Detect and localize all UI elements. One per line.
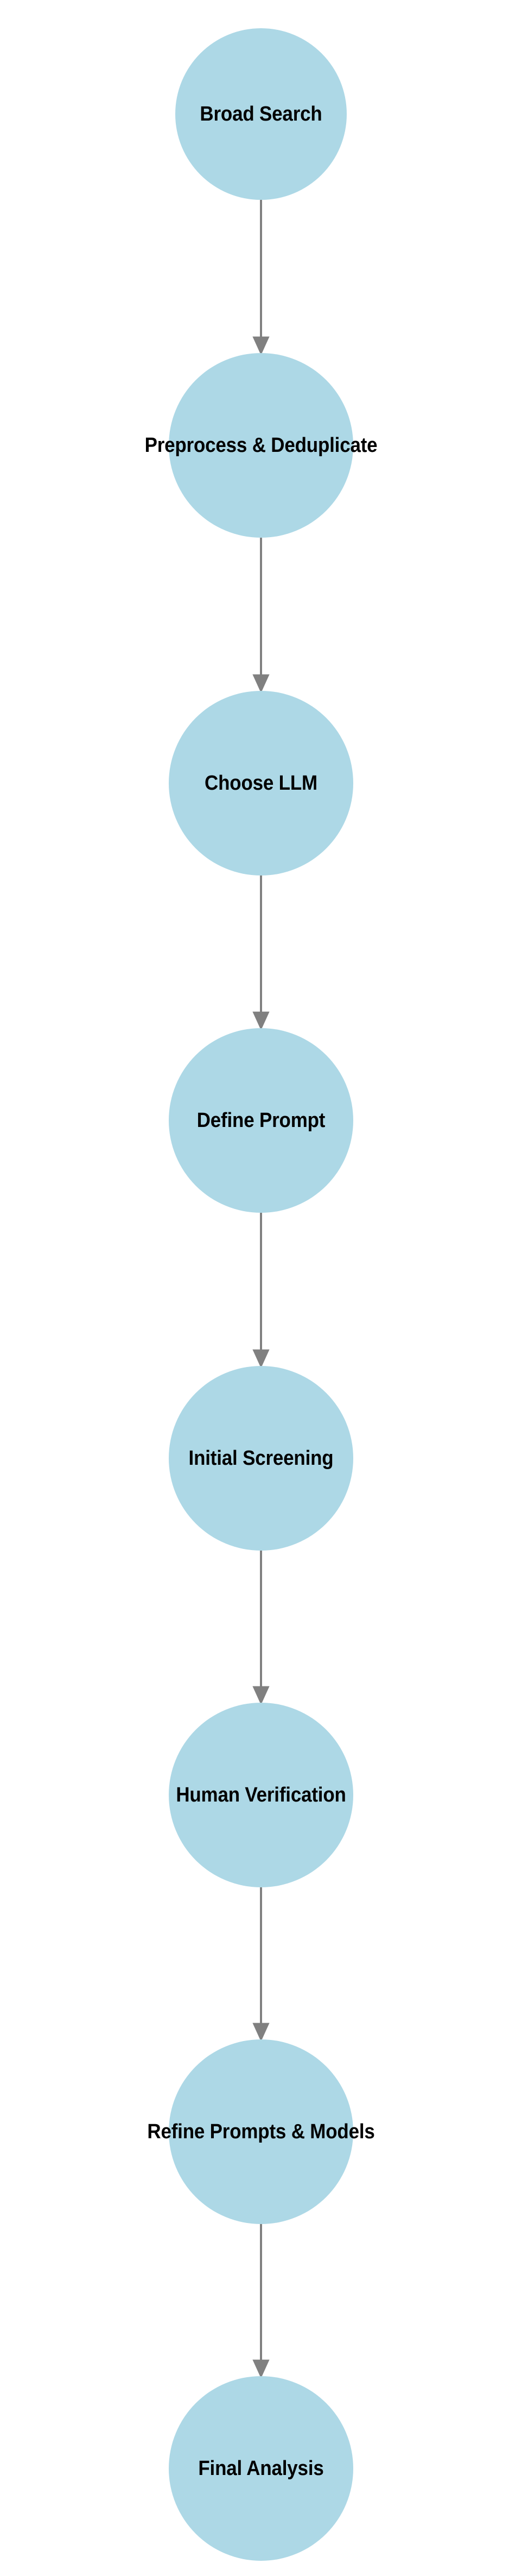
node-human-verification[interactable]: [169, 1703, 353, 1887]
node-define-prompt[interactable]: [169, 1028, 353, 1213]
node-group: [169, 28, 353, 2561]
node-final-analysis[interactable]: [169, 2376, 353, 2561]
node-choose-llm[interactable]: [169, 691, 353, 876]
node-refine-prompts-models[interactable]: [169, 2039, 353, 2224]
node-broad-search[interactable]: [175, 28, 347, 200]
node-preprocess-deduplicate[interactable]: [169, 353, 353, 538]
node-initial-screening[interactable]: [169, 1366, 353, 1551]
